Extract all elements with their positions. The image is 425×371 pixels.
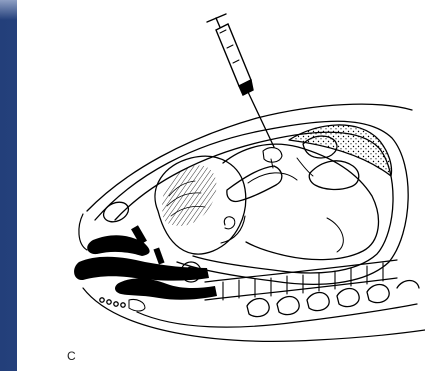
pubic-symphysis xyxy=(100,198,131,225)
panel-label: C xyxy=(67,349,76,363)
figure-panel: C xyxy=(17,0,425,371)
maternal-spine xyxy=(205,260,397,282)
fetal-ear xyxy=(224,217,235,229)
amniocentesis-illustration xyxy=(17,0,425,371)
placenta xyxy=(289,125,392,176)
fetal-arm xyxy=(227,166,282,201)
sacral-curve xyxy=(137,304,417,327)
syringe xyxy=(207,14,274,147)
